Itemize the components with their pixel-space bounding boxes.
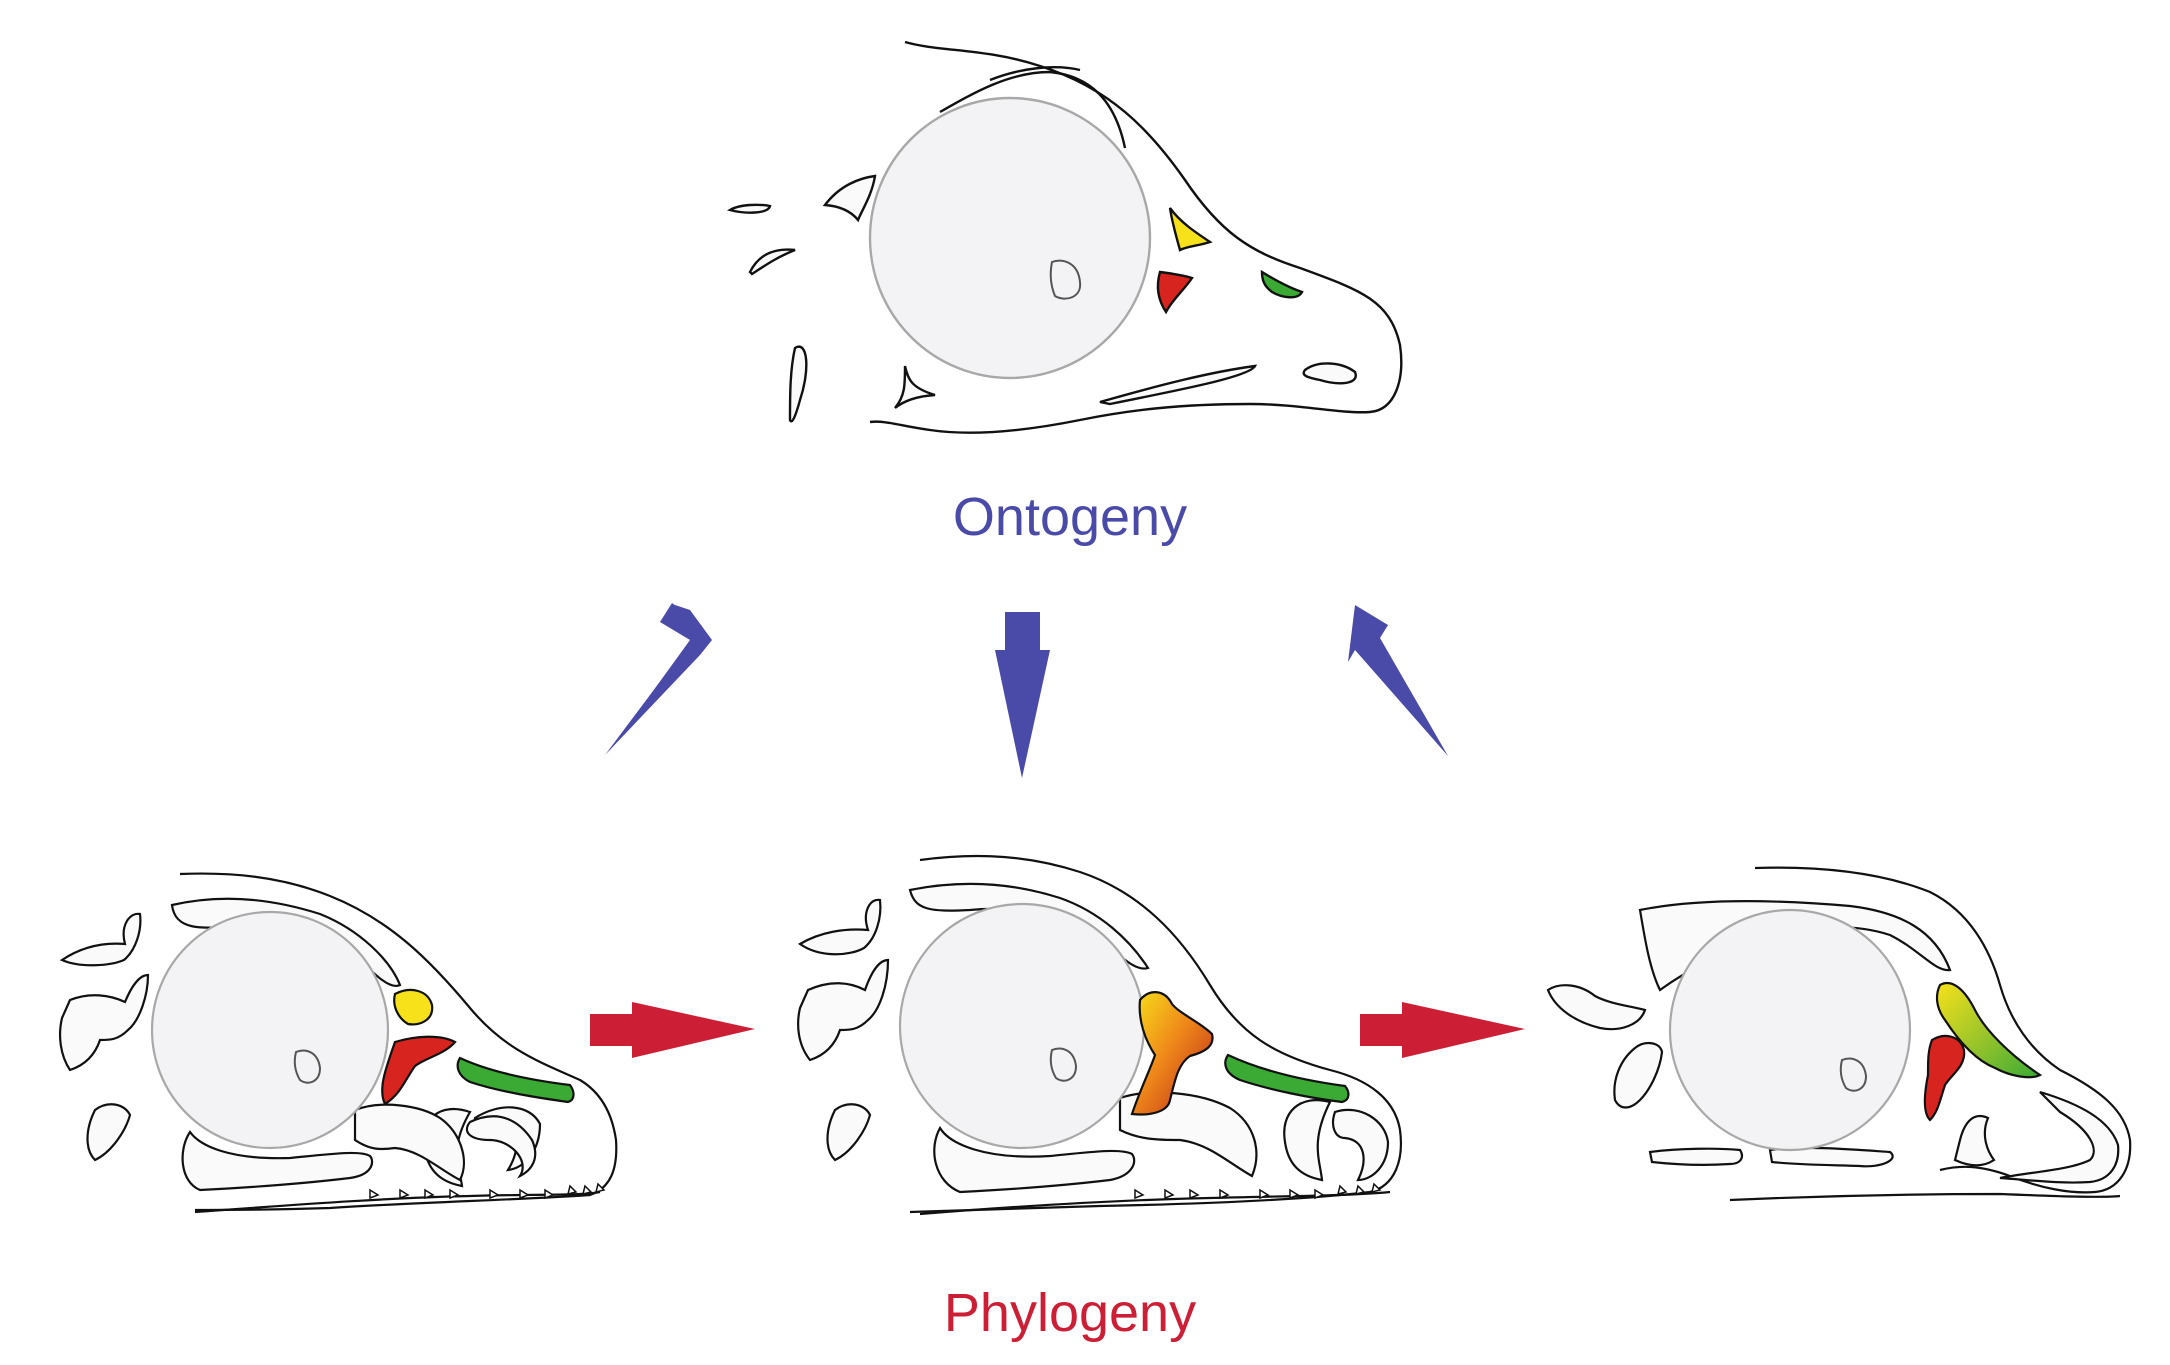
arrow-right-icon — [590, 1002, 755, 1058]
intermediate-skull — [797, 854, 1402, 1216]
palate-bone — [465, 1115, 537, 1179]
green-element — [456, 1056, 575, 1104]
skull-outline — [179, 872, 618, 1212]
premaxilla — [1999, 1090, 2120, 1184]
fused-yellow-green-element — [1935, 982, 2043, 1079]
eye — [1668, 908, 1912, 1152]
ontogeny-arrows — [605, 603, 1448, 778]
bone-fragment — [1953, 1114, 1996, 1167]
eye — [868, 96, 1152, 380]
bone-fragment — [1099, 364, 1258, 406]
skull-roof-inner — [908, 882, 1150, 970]
red-element — [1156, 270, 1194, 315]
ear-ossicle — [1839, 1057, 1868, 1092]
jaw-bone — [933, 1125, 1136, 1194]
eye — [898, 902, 1146, 1150]
bone-fragment — [822, 174, 877, 223]
embryo-skull — [726, 40, 1403, 434]
bone-fragment — [86, 1103, 132, 1162]
teeth — [1134, 1182, 1382, 1200]
bone-fragment — [59, 912, 142, 967]
bone-fragment — [788, 345, 808, 423]
teeth — [369, 1182, 606, 1200]
ear-ossicle — [293, 1049, 322, 1084]
red-element — [381, 1035, 457, 1106]
bone-fragment — [797, 898, 882, 956]
palate-bone — [1283, 1099, 1332, 1182]
bone-fragment — [748, 248, 796, 276]
yellow-element — [393, 988, 434, 1026]
bone-fragment — [59, 973, 150, 1072]
phylogeny-label: Phylogeny — [943, 1283, 1197, 1343]
skull-outline — [909, 854, 1402, 1214]
arrow-down-icon — [1348, 605, 1448, 756]
phylogeny-arrows — [590, 1002, 1525, 1058]
fused-yellow-red-element — [1130, 991, 1214, 1116]
jaw-bone — [1648, 1147, 1744, 1166]
lower-jaw — [1729, 1192, 2121, 1202]
derived-skull — [1546, 866, 2132, 1202]
red-element — [1923, 1034, 1966, 1122]
bone-fragment — [797, 958, 890, 1062]
arrow-right-icon — [1360, 1002, 1525, 1058]
palate-bone — [1331, 1108, 1390, 1182]
ancestral-skull — [59, 872, 618, 1214]
arrow-down-icon — [606, 603, 702, 756]
lower-jaw — [919, 1190, 1391, 1216]
skull-outline — [1754, 866, 2132, 1194]
bone-fragment — [726, 203, 772, 214]
jaw-bone — [181, 1130, 374, 1192]
bone-fragment — [1613, 1042, 1664, 1109]
bone-fragment — [894, 365, 936, 409]
yellow-element — [1168, 207, 1213, 252]
ear-ossicle — [1049, 1047, 1078, 1082]
bone-fragment — [1546, 984, 1647, 1031]
ontogeny-label: Ontogeny — [952, 487, 1188, 547]
bone-fragment — [353, 1103, 465, 1182]
ear-ossicle — [1049, 259, 1082, 300]
skull-roof-inner — [1638, 900, 1952, 992]
lower-jaw — [194, 1190, 601, 1214]
arrow-down-icon — [995, 612, 1050, 778]
jaw-bone — [1768, 1146, 1894, 1168]
green-element — [1260, 269, 1304, 299]
bone-fragment — [826, 1103, 872, 1162]
skull-roof-inner — [939, 70, 1127, 149]
eye — [150, 910, 390, 1150]
skull-outline — [869, 40, 1403, 434]
nostril — [1302, 362, 1357, 385]
green-element — [1224, 1053, 1350, 1104]
